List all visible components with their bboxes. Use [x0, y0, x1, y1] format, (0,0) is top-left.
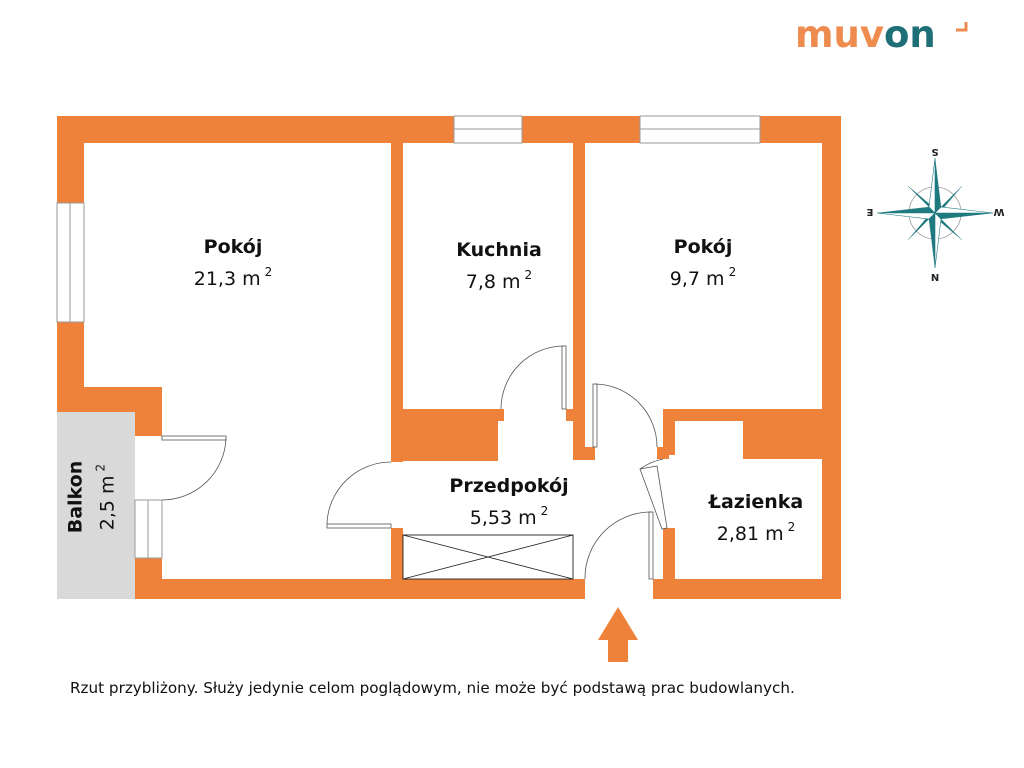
room-name: Łazienka: [708, 491, 804, 513]
room-name: Przedpokój: [449, 475, 569, 497]
compass-rose-icon: S N E W: [866, 146, 1004, 284]
disclaimer-text: Rzut przybliżony. Służy jedynie celom po…: [70, 679, 795, 697]
brand-logo: muvon: [795, 16, 936, 53]
room-name: Pokój: [673, 236, 733, 258]
compass-north: N: [931, 273, 939, 284]
windows: [56, 115, 761, 559]
logo-text-part1: muv: [795, 13, 885, 56]
arrow-up-icon: [598, 607, 638, 662]
compass-east: E: [866, 206, 873, 217]
logo-mark-icon: [956, 22, 968, 32]
room-name: Kuchnia: [456, 239, 542, 261]
doors: [161, 345, 668, 580]
room-area: 2,5 m2: [93, 463, 119, 531]
compass-south: S: [931, 146, 938, 157]
room-name: Pokój: [203, 236, 263, 258]
balcony-area: [57, 412, 135, 599]
wardrobe: [402, 534, 574, 580]
compass-west: W: [993, 206, 1004, 217]
room-label-balkon: Balkon 2,5 m2: [64, 461, 121, 534]
room-name: Balkon: [64, 460, 87, 534]
logo-text-part2: on: [884, 13, 936, 56]
